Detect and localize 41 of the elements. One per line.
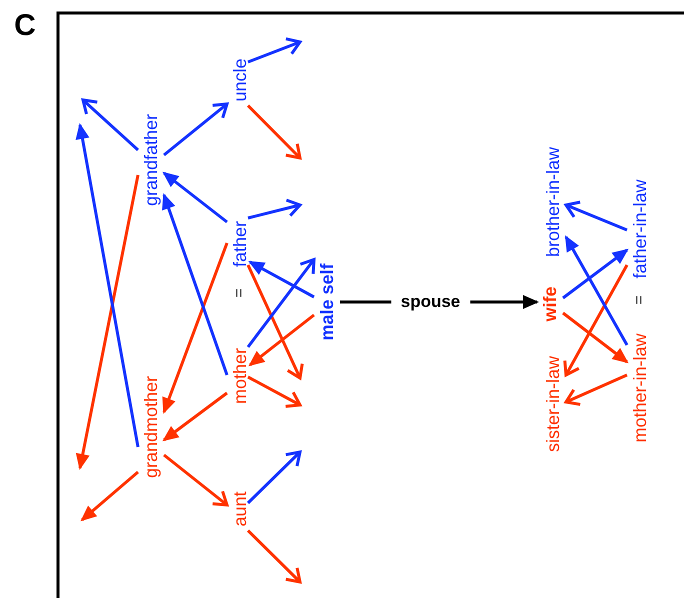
- arrow: [80, 470, 139, 522]
- arrow: [246, 104, 302, 160]
- kin-term: father-in-law: [631, 179, 649, 279]
- panel-letter: C: [14, 9, 36, 43]
- arrow: [564, 374, 628, 406]
- arrow: [248, 314, 315, 366]
- arrow: [246, 264, 304, 380]
- kin-term: mother: [231, 348, 249, 404]
- arrow: [76, 174, 140, 470]
- kin-term: grandfather: [142, 114, 160, 206]
- kin-term: grandmother: [142, 376, 160, 478]
- arrow: [82, 98, 139, 152]
- kin-term: father: [231, 220, 249, 268]
- arrow: [248, 198, 302, 220]
- arrow: [162, 392, 228, 442]
- arrow: [246, 258, 316, 348]
- arrow: [163, 454, 228, 506]
- kin-term: wife: [541, 286, 559, 322]
- kin-term: sister-in-law: [544, 356, 562, 452]
- kin-term: male self: [318, 263, 336, 341]
- arrow: [564, 235, 628, 346]
- arrow: [163, 102, 228, 156]
- arrow: [246, 450, 302, 504]
- arrow: [247, 376, 302, 408]
- arrow: [564, 200, 628, 232]
- kin-term: mother-in-law: [631, 333, 649, 443]
- arrow: [563, 264, 628, 376]
- kin-term: brother-in-law: [544, 146, 562, 258]
- equals-sign: =: [231, 288, 249, 298]
- kin-term: uncle: [231, 58, 249, 102]
- equals-sign: =: [631, 295, 649, 305]
- kin-term: aunt: [231, 491, 249, 527]
- arrow: [562, 248, 629, 300]
- arrow: [76, 123, 140, 448]
- arrow: [246, 529, 302, 584]
- arrow: [247, 37, 302, 64]
- arrow: [162, 242, 228, 414]
- arrow: [162, 193, 228, 376]
- arrow: [248, 260, 315, 298]
- arrow: [162, 172, 228, 224]
- arrow: [562, 312, 629, 364]
